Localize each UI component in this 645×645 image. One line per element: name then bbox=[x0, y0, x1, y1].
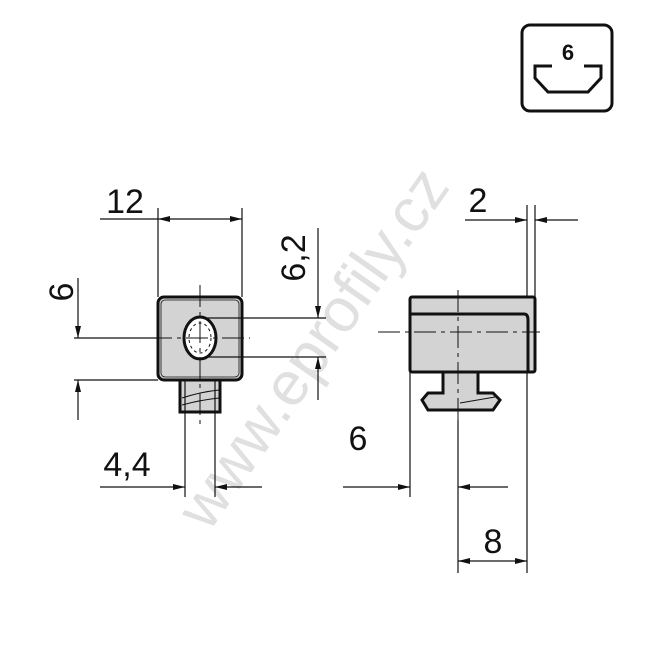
profile-size-label: 6 bbox=[562, 40, 574, 65]
dim-offset-label: 6 bbox=[349, 420, 368, 458]
dim-hole-label: 6,2 bbox=[275, 234, 313, 281]
dim-height-label: 6 bbox=[43, 283, 81, 302]
profile-slot-icon: 6 bbox=[520, 23, 614, 113]
front-view: 12 6 6,2 4,4 bbox=[43, 183, 326, 497]
dim-lip-label: 2 bbox=[469, 182, 488, 220]
dim-length-label: 8 bbox=[484, 523, 503, 561]
dim-width-label: 12 bbox=[106, 183, 144, 221]
side-view: 2 6 8 bbox=[343, 182, 578, 573]
dim-thread-label: 4,4 bbox=[103, 446, 150, 484]
